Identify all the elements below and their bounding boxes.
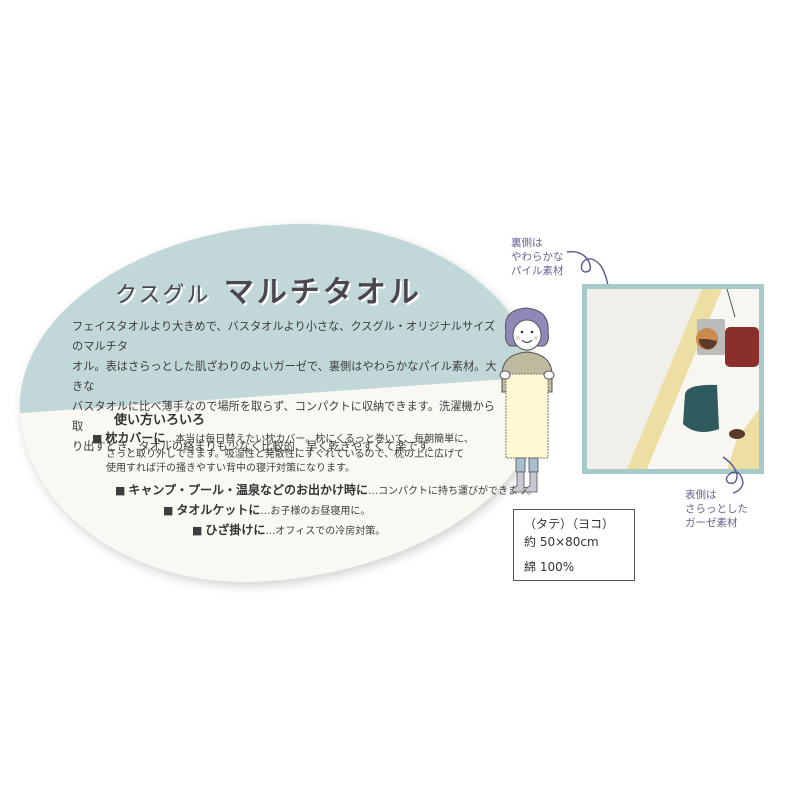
girl-holding-towel-illustration	[499, 307, 555, 493]
curly-arrow-icon	[722, 456, 744, 494]
intro-line: オル。表はさらっとした肌ざわりのよいガーゼで、裏側はやわらかなパイル素材。大きな	[72, 360, 497, 393]
square-bullet-icon: ■	[92, 432, 103, 445]
size-value: 約 50×80cm	[524, 535, 599, 549]
usage-text: …オフィスでの冷房対策。	[265, 526, 386, 537]
curly-arrow-icon	[566, 251, 610, 293]
spec-box: （タテ）（ヨコ） 約 50×80cm 綿 100%	[513, 509, 635, 581]
callout-line: ガーゼ素材	[685, 517, 738, 529]
towel-texture-photo	[582, 284, 764, 474]
callout-line: 裏側は	[511, 237, 543, 249]
callout-line: さらっとした	[685, 503, 748, 515]
usage-label: タオルケットに	[176, 503, 261, 517]
usage-item-lap: ■ひざ掛けに…オフィスでの冷房対策。	[192, 523, 385, 540]
usage-text: さっと取り外しできます。吸湿性と発散性にすぐれているので、枕の上に広げて	[106, 448, 465, 460]
intro-text: フェイスタオルより大きめで、バスタオルより小さな、クスグル・オリジナルサイズのマ…	[72, 317, 497, 457]
callout-line: やわらかな	[511, 251, 564, 263]
material-value: 綿 100%	[524, 560, 575, 574]
usage-text: 使用すれば汗の掻きやすい背中の寝汗対策になります。	[106, 463, 355, 474]
callout-front-side: 表側は さらっとした ガーゼ素材	[685, 488, 748, 530]
usage-label: キャンプ・プール・温泉などのお出かけ時に	[128, 483, 369, 497]
intro-line: フェイスタオルより大きめで、バスタオルより小さな、クスグル・オリジナルサイズのマ…	[72, 320, 496, 353]
intro-line: り出すとき、タオルの絡まりも少なく比較的、早く乾きやすくて楽です。	[72, 440, 439, 453]
intro-line: バスタオルに比べ薄手なので場所を取らず、コンパクトに収納できます。洗濯機から取	[72, 400, 495, 433]
usage-label: ひざ掛けに	[205, 523, 266, 537]
usage-item-blanket: ■タオルケットに…お子様のお昼寝用に。	[163, 503, 370, 520]
callout-line: パイル素材	[511, 265, 564, 277]
product-title: クスグル マルチタオル	[115, 267, 422, 311]
info-bubble: クスグル マルチタオル フェイスタオルより大きめで、バスタオルより小さな、クスグ…	[8, 207, 552, 598]
towel-fabric-image	[587, 289, 759, 469]
usage-item-outing: ■キャンプ・プール・温泉などのお出かけ時に…コンパクトに持ち運びができます。	[115, 483, 537, 500]
usage-text: …本当は毎日替えたい枕カバー。枕にくるっと巻いて、毎朝簡単に、	[165, 434, 474, 445]
dimension-labels: （タテ）（ヨコ）	[524, 517, 615, 531]
title-brand: クスグル	[115, 283, 211, 308]
usage-item-pillow: ■枕カバーに…本当は毎日替えたい枕カバー。枕にくるっと巻いて、毎朝簡単に、 さっ…	[92, 431, 474, 477]
callout-line: 表側は	[685, 489, 717, 501]
usage-text: …コンパクトに持ち運びができます。	[368, 486, 538, 497]
square-bullet-icon: ■	[115, 484, 126, 497]
usage-text: …お子様のお昼寝用に。	[260, 506, 371, 517]
callout-back-side: 裏側は やわらかな パイル素材	[511, 236, 564, 278]
square-bullet-icon: ■	[192, 524, 203, 537]
title-product: マルチタオル	[223, 275, 422, 310]
usage-label: 枕カバーに	[105, 431, 166, 445]
usage-heading: 使い方いろいろ	[114, 413, 206, 428]
square-bullet-icon: ■	[163, 504, 174, 517]
